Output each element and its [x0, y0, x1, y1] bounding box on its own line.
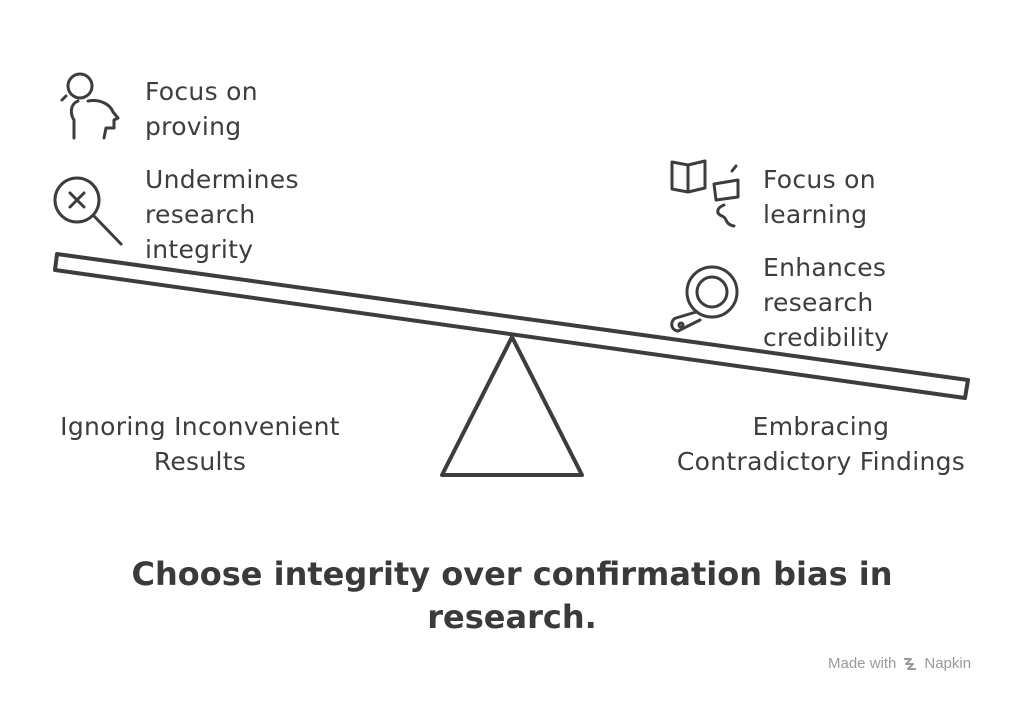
credit-brand: Napkin [924, 655, 972, 672]
right-side-title: Embracing Contradictory Findings [676, 412, 966, 476]
right-point-1-text: Focus on learning [763, 165, 876, 229]
seesaw-fulcrum [440, 335, 584, 477]
book-thought-icon [670, 159, 740, 228]
magnifier-icon [670, 265, 739, 333]
seesaw-plank [53, 252, 970, 400]
head-person-icon [60, 72, 120, 140]
headline: Choose integrity over confirmation bias … [131, 555, 893, 636]
napkin-logo-icon [904, 657, 917, 670]
right-point-2-text: Enhances research credibility [763, 253, 890, 352]
left-point-1-text: Focus on proving [145, 77, 258, 141]
made-with-credit: Made with Napkin [828, 655, 971, 672]
magnifier-x-icon [53, 176, 123, 246]
left-point-2-text: Undermines research integrity [145, 165, 299, 264]
credit-prefix: Made with [828, 655, 897, 672]
left-side-title: Ignoring Inconvenient Results [60, 412, 340, 476]
